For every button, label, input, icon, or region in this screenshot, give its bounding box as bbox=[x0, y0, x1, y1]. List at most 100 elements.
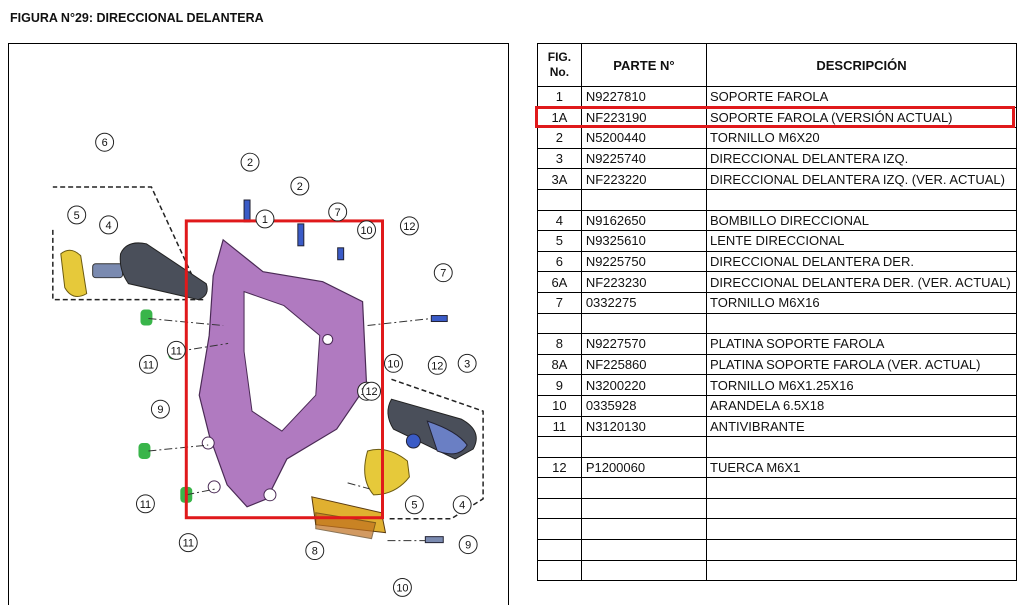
header-part: PARTE N° bbox=[580, 43, 708, 87]
callout-circle bbox=[305, 541, 325, 561]
callout-number: 2 bbox=[297, 181, 303, 193]
callout-number: 11 bbox=[143, 359, 154, 371]
cell-part-number: N9225750 bbox=[580, 250, 708, 273]
callout-number: 10 bbox=[396, 582, 408, 594]
header-fig: FIG. No. bbox=[537, 43, 582, 87]
cell-fig: 10 bbox=[537, 394, 582, 417]
cell-part-number bbox=[580, 539, 708, 561]
callout-number: 3 bbox=[464, 358, 470, 370]
cell-part-number: N9325610 bbox=[580, 230, 708, 252]
cell-part-number bbox=[580, 188, 708, 211]
cell-description bbox=[706, 312, 1017, 335]
callout-circle bbox=[362, 381, 382, 401]
callout-circle bbox=[95, 132, 115, 152]
table-row bbox=[537, 188, 1017, 211]
cell-description: DIRECCIONAL DELANTERA DER. (VER. ACTUAL) bbox=[706, 271, 1017, 293]
callout-circle bbox=[457, 353, 477, 373]
cell-description: DIRECCIONAL DELANTERA IZQ. (VER. ACTUAL) bbox=[706, 168, 1017, 190]
callout-number: 8 bbox=[312, 546, 318, 558]
callout-circle bbox=[383, 353, 403, 373]
callout-circle bbox=[67, 205, 87, 225]
table-row bbox=[537, 497, 1017, 520]
callout-number: 1 bbox=[262, 214, 268, 226]
cell-part-number: NF223220 bbox=[580, 168, 708, 190]
diagram-drawing: 654221710127111110123910121111548910 bbox=[52, 132, 484, 597]
callout-number: 5 bbox=[411, 500, 417, 512]
callout-number: 11 bbox=[171, 345, 182, 357]
cell-part-number: N3120130 bbox=[580, 415, 708, 438]
callout-circle bbox=[240, 152, 260, 172]
callout-number: 9 bbox=[157, 404, 163, 416]
callout-circle bbox=[328, 202, 348, 222]
table-row bbox=[537, 436, 1017, 458]
cell-description: DIRECCIONAL DELANTERA IZQ. bbox=[706, 147, 1017, 170]
cell-fig bbox=[537, 436, 582, 458]
exploded-diagram: 654221710127111110123910121111548910 bbox=[8, 43, 509, 605]
cell-part-number bbox=[580, 559, 708, 582]
cell-part-number: NF223190 bbox=[580, 106, 708, 129]
right-turn-signal bbox=[364, 398, 477, 496]
cell-fig: 2 bbox=[537, 127, 582, 149]
cell-part-number bbox=[580, 497, 708, 520]
cell-description bbox=[706, 188, 1017, 211]
callout-number: 11 bbox=[183, 538, 194, 550]
cell-part-number: NF223230 bbox=[580, 271, 708, 293]
cell-part-number: N9225740 bbox=[580, 147, 708, 170]
cell-fig bbox=[537, 188, 582, 211]
cell-description bbox=[706, 559, 1017, 582]
callout-number: 7 bbox=[440, 268, 446, 280]
cell-fig: 8A bbox=[537, 353, 582, 376]
cell-description bbox=[706, 436, 1017, 458]
callout-labels: 654221710127111110123910121111548910 bbox=[67, 132, 478, 597]
cell-part-number: P1200060 bbox=[580, 456, 708, 479]
callout-number: 9 bbox=[465, 540, 471, 552]
cell-description: ARANDELA 6.5X18 bbox=[706, 394, 1017, 417]
table-row bbox=[537, 518, 1017, 541]
callout-circle bbox=[135, 494, 155, 514]
cell-fig: 7 bbox=[537, 291, 582, 314]
cell-part-number bbox=[580, 312, 708, 335]
cell-fig: 6A bbox=[537, 271, 582, 293]
cell-fig: 3 bbox=[537, 147, 582, 170]
callout-circle bbox=[138, 354, 158, 374]
cell-part-number: N3200220 bbox=[580, 374, 708, 396]
header-description: DESCRIPCIÓN bbox=[706, 43, 1017, 87]
cell-description: SOPORTE FAROLA (VERSIÓN ACTUAL) bbox=[706, 106, 1017, 129]
callout-number: 6 bbox=[102, 137, 108, 149]
header-fig-label: FIG. No. bbox=[547, 50, 572, 79]
cell-fig bbox=[537, 559, 582, 582]
callout-circle bbox=[357, 220, 377, 240]
cell-part-number: 0332275 bbox=[580, 291, 708, 314]
cell-description bbox=[706, 518, 1017, 541]
cell-description: PLATINA SOPORTE FAROLA bbox=[706, 333, 1017, 355]
cell-description: LENTE DIRECCIONAL bbox=[706, 230, 1017, 252]
cell-fig bbox=[537, 497, 582, 520]
cell-fig: 1 bbox=[537, 86, 582, 108]
headlight-bracket bbox=[198, 238, 368, 508]
cell-fig bbox=[537, 477, 582, 499]
cell-part-number: N9227570 bbox=[580, 333, 708, 355]
figure-title: FIGURA N°29: DIRECCIONAL DELANTERA bbox=[10, 11, 264, 25]
cell-part-number bbox=[580, 477, 708, 499]
callout-number: 7 bbox=[335, 207, 341, 219]
table-row bbox=[537, 539, 1017, 561]
parts-table-header: FIG. No. PARTE N° DESCRIPCIÓN bbox=[537, 43, 1017, 87]
callout-circle bbox=[399, 216, 419, 236]
cell-description: BOMBILLO DIRECCIONAL bbox=[706, 209, 1017, 232]
callout-circle bbox=[290, 176, 310, 196]
callout-number: 5 bbox=[74, 210, 80, 222]
cell-part-number: N9162650 bbox=[580, 209, 708, 232]
cell-description: TUERCA M6X1 bbox=[706, 456, 1017, 479]
